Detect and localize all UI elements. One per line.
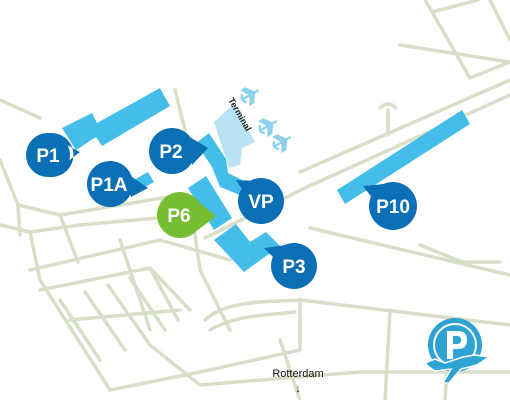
lot-p1[interactable]	[62, 88, 170, 150]
pin-p2-label: P2	[159, 142, 182, 163]
pin-p10[interactable]: P10	[363, 182, 417, 230]
lot-p10[interactable]	[337, 110, 470, 204]
lot-p6[interactable]	[188, 176, 232, 230]
pin-p6[interactable]: P6	[157, 192, 216, 238]
pin-p1a-label: P1A	[91, 175, 128, 196]
terminal-building	[214, 104, 255, 168]
pin-vp-label: VP	[248, 192, 274, 213]
direction-arrow-icon: ↓	[295, 383, 301, 395]
pin-p3[interactable]: P3	[264, 243, 317, 289]
parking-logo-icon	[423, 318, 492, 384]
pin-p2[interactable]: P2	[149, 128, 208, 174]
plane-icon	[240, 87, 259, 107]
pin-p1[interactable]: P1	[26, 132, 80, 177]
pin-p1a[interactable]: P1A	[87, 161, 148, 207]
direction-label: Rotterdam	[272, 368, 323, 380]
pin-vp[interactable]: VP	[236, 178, 284, 224]
pin-p3-label: P3	[282, 257, 305, 278]
lot-p2[interactable]	[196, 133, 246, 195]
pin-p6-label: P6	[167, 206, 190, 227]
lot-p3[interactable]	[214, 224, 280, 272]
pin-p1-label: P1	[36, 146, 60, 167]
pin-p10-label: P10	[376, 197, 410, 218]
plane-icon	[272, 134, 291, 154]
plane-icon	[258, 118, 277, 138]
